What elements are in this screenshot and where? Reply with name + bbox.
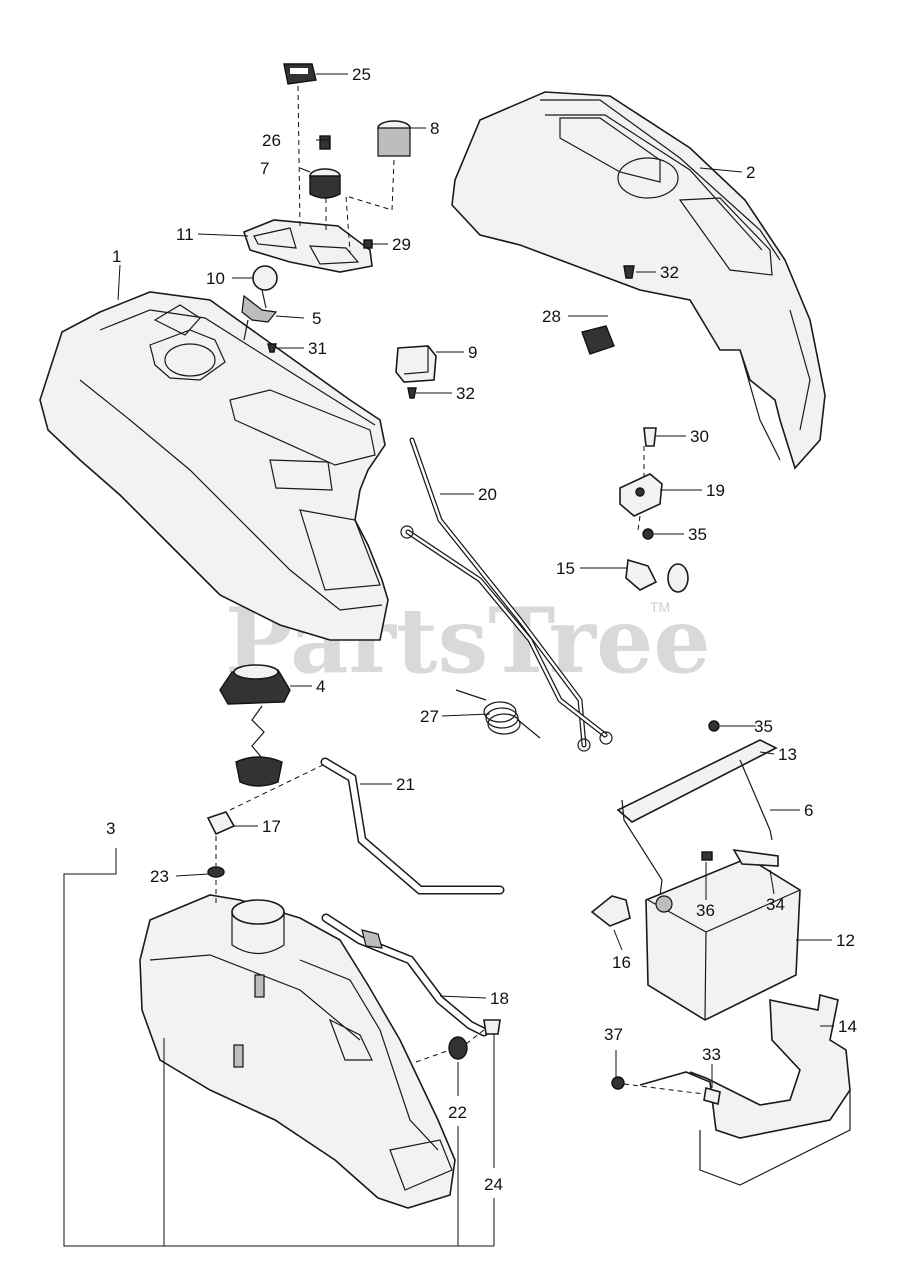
callout-6: 6 bbox=[804, 801, 813, 820]
callout-5: 5 bbox=[312, 309, 321, 328]
callout-32-b: 32 bbox=[456, 384, 475, 403]
leader-lines bbox=[63, 73, 834, 1247]
callout-18: 18 bbox=[490, 989, 509, 1008]
part-34-terminal[interactable] bbox=[732, 848, 779, 867]
part-37-nut[interactable] bbox=[611, 1076, 625, 1090]
callout-24: 24 bbox=[484, 1175, 503, 1194]
part-21-fuel-line[interactable] bbox=[320, 757, 505, 895]
callout-9: 9 bbox=[468, 343, 477, 362]
part-35-nut-b[interactable] bbox=[708, 720, 720, 732]
part-11-control-panel[interactable] bbox=[243, 219, 373, 273]
callout-36: 36 bbox=[696, 901, 715, 920]
callout-1: 1 bbox=[112, 247, 121, 266]
callout-33: 33 bbox=[702, 1045, 721, 1064]
part-36-bolt[interactable] bbox=[701, 851, 713, 861]
part-30-screw[interactable] bbox=[643, 427, 657, 447]
callout-17: 17 bbox=[262, 817, 281, 836]
part-6-rods[interactable] bbox=[621, 759, 773, 897]
part-10-knob[interactable] bbox=[252, 265, 278, 291]
part-31-screw[interactable] bbox=[267, 343, 277, 353]
callout-26: 26 bbox=[262, 131, 281, 150]
callout-35-a: 35 bbox=[688, 525, 707, 544]
callout-37: 37 bbox=[604, 1025, 623, 1044]
part-8-pto-switch[interactable] bbox=[377, 120, 411, 157]
part-33-bolt[interactable] bbox=[703, 1086, 721, 1106]
part-19-solenoid[interactable] bbox=[619, 473, 663, 517]
callout-11: 11 bbox=[176, 225, 194, 244]
part-24-fitting[interactable] bbox=[483, 1019, 501, 1035]
part-7-ignition-switch[interactable] bbox=[309, 168, 341, 199]
callout-25: 25 bbox=[352, 65, 371, 84]
callout-13: 13 bbox=[778, 745, 797, 764]
callout-3: 3 bbox=[106, 819, 115, 838]
part-23-grommet[interactable] bbox=[207, 866, 225, 878]
callout-16: 16 bbox=[612, 953, 631, 972]
callout-7: 7 bbox=[260, 159, 269, 178]
part-14-battery-tray[interactable] bbox=[639, 993, 851, 1186]
part-22-grommet[interactable] bbox=[448, 1036, 468, 1060]
part-20-battery-cables[interactable] bbox=[400, 437, 613, 752]
part-17-valve[interactable] bbox=[206, 811, 236, 836]
part-32-screw-a[interactable] bbox=[623, 265, 635, 279]
watermark-trademark: TM bbox=[650, 599, 670, 615]
callout-4: 4 bbox=[316, 677, 325, 696]
part-12-battery[interactable] bbox=[645, 857, 801, 1021]
part-5-lever-bracket[interactable] bbox=[241, 289, 278, 341]
callout-27: 27 bbox=[420, 707, 439, 726]
part-28-switch[interactable] bbox=[581, 325, 615, 355]
callout-12: 12 bbox=[836, 931, 855, 950]
part-2-rear-console[interactable] bbox=[451, 91, 826, 470]
callout-2: 2 bbox=[746, 163, 755, 182]
callout-35-b: 35 bbox=[754, 717, 773, 736]
part-18-vent-hose[interactable] bbox=[321, 913, 489, 1037]
part-1-console-body[interactable] bbox=[39, 291, 389, 641]
callout-28: 28 bbox=[542, 307, 561, 326]
part-29-screw[interactable] bbox=[363, 239, 373, 249]
part-15-boot[interactable] bbox=[625, 558, 689, 593]
part-16-terminal-boot[interactable] bbox=[590, 895, 631, 927]
callout-labels: 25 26 8 7 11 29 1 10 5 31 2 32 28 9 32 3… bbox=[106, 65, 857, 1194]
callout-14: 14 bbox=[838, 1017, 857, 1036]
callout-22: 22 bbox=[448, 1103, 467, 1122]
part-27-wire-coil[interactable] bbox=[455, 689, 541, 739]
callout-34: 34 bbox=[766, 895, 785, 914]
part-9-relay[interactable] bbox=[395, 345, 437, 383]
callout-23: 23 bbox=[150, 867, 169, 886]
part-4-fuel-cap[interactable] bbox=[219, 664, 291, 787]
part-25-switch-cap[interactable] bbox=[283, 63, 317, 85]
part-3-fuel-tank[interactable] bbox=[139, 894, 456, 1209]
callout-15: 15 bbox=[556, 559, 575, 578]
callout-21: 21 bbox=[396, 775, 415, 794]
part-32-screw-b[interactable] bbox=[407, 387, 417, 399]
callout-30: 30 bbox=[690, 427, 709, 446]
part-35-nut-a[interactable] bbox=[642, 528, 654, 540]
callout-20: 20 bbox=[478, 485, 497, 504]
part-13-hold-down-bar[interactable] bbox=[616, 739, 778, 823]
callout-31: 31 bbox=[308, 339, 327, 358]
callout-32-a: 32 bbox=[660, 263, 679, 282]
callout-8: 8 bbox=[430, 119, 439, 138]
callout-29: 29 bbox=[392, 235, 411, 254]
callout-19: 19 bbox=[706, 481, 725, 500]
callout-10: 10 bbox=[206, 269, 225, 288]
part-26-key[interactable] bbox=[319, 135, 331, 150]
